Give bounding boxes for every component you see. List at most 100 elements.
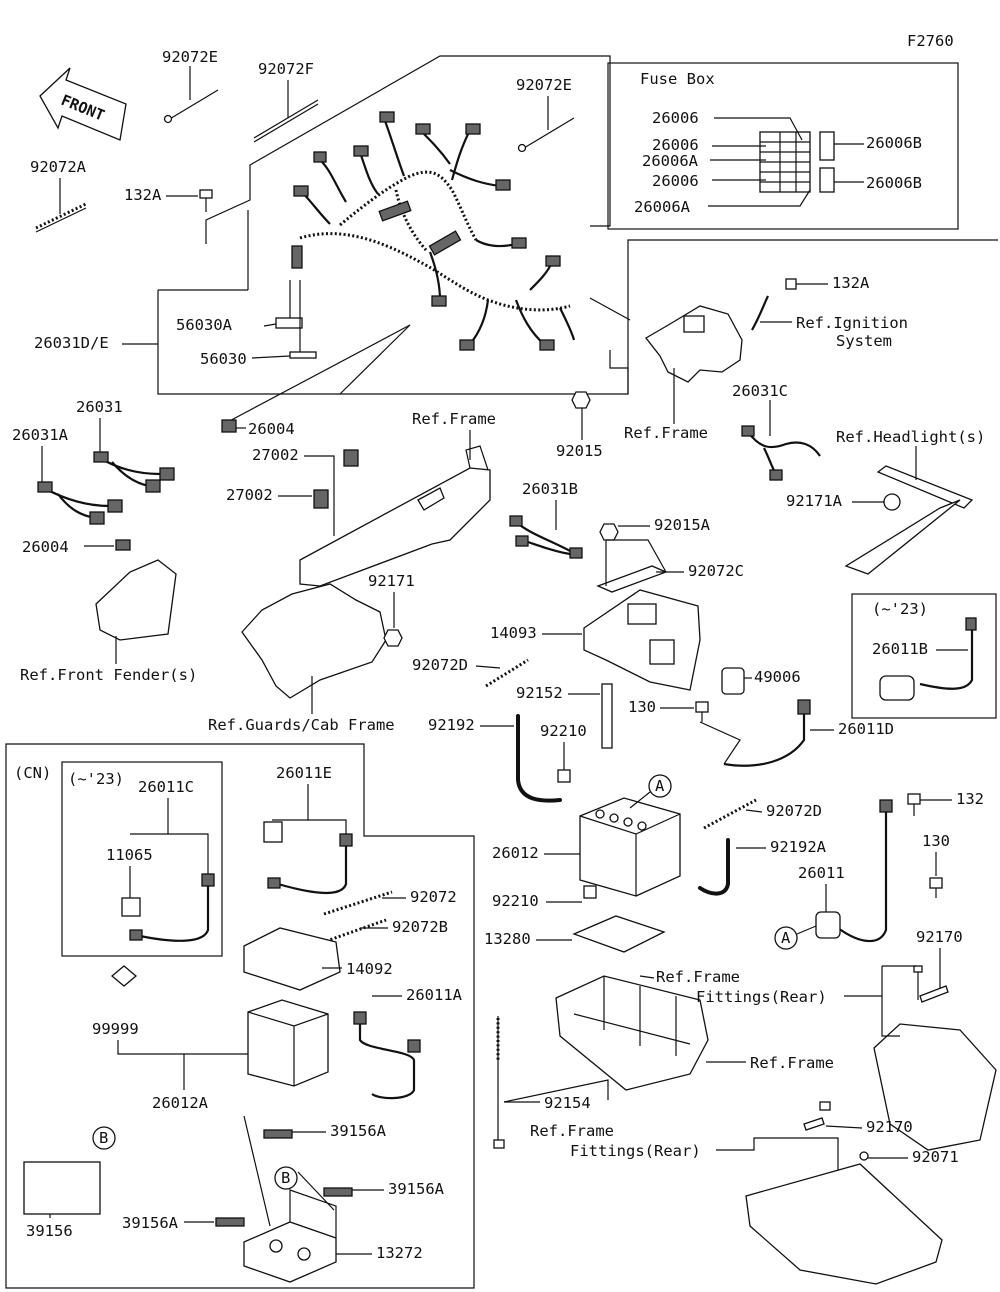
part-26006-3[interactable]: 26006 [652, 172, 699, 190]
part-13272[interactable]: 13272 [376, 1244, 423, 1262]
part-39156[interactable]: 39156 [26, 1222, 73, 1240]
part-27002-1[interactable]: 27002 [252, 446, 299, 464]
part-92171[interactable]: 92171 [368, 572, 415, 590]
part-26011A[interactable]: 26011A [406, 986, 463, 1004]
part-26004-top[interactable]: 26004 [248, 420, 295, 438]
part-92072A[interactable]: 92072A [30, 158, 87, 176]
part-26006-2[interactable]: 26006 [652, 136, 699, 154]
ref-ignition-2[interactable]: System [836, 332, 892, 350]
cable-tie-92072D-right [703, 798, 757, 830]
part-92072D-left[interactable]: 92072D [412, 656, 468, 674]
part-26031A[interactable]: 26031A [12, 426, 69, 444]
cable-26011C [129, 873, 215, 942]
part-49006[interactable]: 49006 [754, 668, 801, 686]
part-132[interactable]: 132 [956, 790, 984, 808]
harness-26031A [37, 481, 123, 525]
part-26031[interactable]: 26031 [76, 398, 123, 416]
part-26006B-2[interactable]: 26006B [866, 174, 922, 192]
ref-ignition[interactable]: Ref.Ignition [796, 314, 908, 332]
part-92171A[interactable]: 92171A [786, 492, 843, 510]
fuse-box-frame [607, 62, 959, 230]
connector-26004-left [115, 539, 131, 551]
battery-tray-14093-shape [583, 589, 701, 691]
strip-39156A-2 [323, 1187, 353, 1197]
strap-92072C [596, 565, 668, 593]
part-92210-top[interactable]: 92210 [540, 722, 587, 740]
part-26011E[interactable]: 26011E [276, 764, 332, 782]
part-92154[interactable]: 92154 [544, 1094, 591, 1112]
part-92152[interactable]: 92152 [516, 684, 563, 702]
part-26031C[interactable]: 26031C [732, 382, 788, 400]
part-26031B[interactable]: 26031B [522, 480, 578, 498]
ref-frame-fittings-2[interactable]: Fittings(Rear) [696, 988, 827, 1006]
part-99999[interactable]: 99999 [92, 1020, 139, 1038]
part-26006B-1[interactable]: 26006B [866, 134, 922, 152]
part-92071[interactable]: 92071 [912, 1148, 959, 1166]
battery-26012-shape [579, 797, 681, 897]
part-130-right[interactable]: 130 [922, 832, 950, 850]
bolt-130-right [929, 877, 943, 898]
part-26011D[interactable]: 26011D [838, 720, 894, 738]
cap-26011E [263, 821, 283, 843]
part-56030A[interactable]: 56030A [176, 316, 233, 334]
part-92170-bottom[interactable]: 92170 [866, 1118, 913, 1136]
part-92192[interactable]: 92192 [428, 716, 475, 734]
part-27002-2[interactable]: 27002 [226, 486, 273, 504]
part-92072E-top[interactable]: 92072E [162, 48, 218, 66]
part-92072B[interactable]: 92072B [392, 918, 448, 936]
inset-26011B-frame [851, 593, 997, 719]
part-132A-right[interactable]: 132A [832, 274, 870, 292]
part-132A-left[interactable]: 132A [124, 186, 162, 204]
ref-headlights[interactable]: Ref.Headlight(s) [836, 428, 985, 446]
callout-b-right [274, 1166, 298, 1190]
ref-guards[interactable]: Ref.Guards/Cab Frame [208, 716, 395, 734]
part-92170-top[interactable]: 92170 [916, 928, 963, 946]
harness-26031 [93, 451, 175, 493]
part-56030[interactable]: 56030 [200, 350, 247, 368]
ref-frame-center[interactable]: Ref.Frame [624, 424, 708, 442]
part-39156A-3[interactable]: 39156A [122, 1214, 179, 1232]
bracket-13272-shape [243, 1189, 337, 1283]
part-14092[interactable]: 14092 [346, 960, 393, 978]
ref-front-fenders[interactable]: Ref.Front Fender(s) [20, 666, 197, 684]
part-92072E-right[interactable]: 92072E [516, 76, 572, 94]
part-92015[interactable]: 92015 [556, 442, 603, 460]
part-26011B[interactable]: 26011B [872, 640, 928, 658]
part-92072C[interactable]: 92072C [688, 562, 744, 580]
front-arrow-icon: FRONT [39, 67, 127, 141]
main-wiring-harness [291, 111, 576, 351]
part-39156A-1[interactable]: 39156A [330, 1122, 387, 1140]
part-26006-1[interactable]: 26006 [652, 109, 699, 127]
harness-26031B [509, 515, 583, 559]
part-130-left[interactable]: 130 [628, 698, 656, 716]
part-39156A-2[interactable]: 39156A [388, 1180, 445, 1198]
ref-frame-fittings-b-2[interactable]: Fittings(Rear) [570, 1142, 701, 1160]
relay-bracket-shape [645, 295, 769, 383]
ref-frame-fittings-b[interactable]: Ref.Frame [530, 1122, 614, 1140]
part-92072D-right[interactable]: 92072D [766, 802, 822, 820]
part-26006A-1[interactable]: 26006A [642, 152, 699, 170]
part-92192A[interactable]: 92192A [770, 838, 827, 856]
part-92072[interactable]: 92072 [410, 888, 457, 906]
part-26004-left[interactable]: 26004 [22, 538, 69, 556]
pad-13280 [572, 915, 666, 953]
part-26031DE[interactable]: 26031D/E [34, 334, 109, 352]
ref-frame-top[interactable]: Ref.Frame [412, 410, 496, 428]
part-13280[interactable]: 13280 [484, 930, 531, 948]
part-26012[interactable]: 26012 [492, 844, 539, 862]
part-26011[interactable]: 26011 [798, 864, 845, 882]
part-11065[interactable]: 11065 [106, 846, 153, 864]
part-26011C[interactable]: 26011C [138, 778, 194, 796]
rear-fitting-top-shape [873, 965, 997, 1151]
part-92210-bottom[interactable]: 92210 [492, 892, 539, 910]
part-92072F[interactable]: 92072F [258, 60, 314, 78]
part-26006A-2[interactable]: 26006A [634, 198, 691, 216]
cable-tie-92072B [317, 918, 387, 946]
callout-b-right-label: B [281, 1169, 290, 1187]
ref-frame-fittings[interactable]: Ref.Frame [656, 968, 740, 986]
ref-frame-right[interactable]: Ref.Frame [750, 1054, 834, 1072]
part-92015A[interactable]: 92015A [654, 516, 711, 534]
clip-92210-top [557, 769, 571, 783]
part-26012A[interactable]: 26012A [152, 1094, 209, 1112]
part-14093[interactable]: 14093 [490, 624, 537, 642]
